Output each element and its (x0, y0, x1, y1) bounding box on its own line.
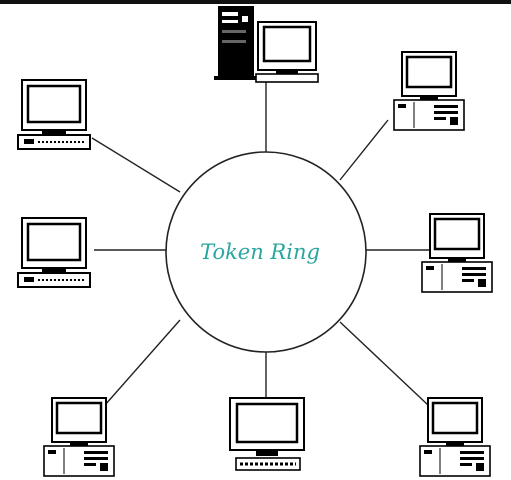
desktop-computer-icon (16, 216, 92, 289)
link-top-left (91, 137, 181, 193)
desktop-computer-icon (16, 78, 92, 151)
link-top-right (339, 119, 389, 181)
desktop-computer-icon (229, 397, 305, 471)
server-workstation-icon (214, 6, 319, 83)
desktop-computer-icon (420, 212, 494, 294)
desktop-computer-icon (42, 396, 116, 478)
top-border (0, 0, 511, 4)
link-bottom-right (339, 321, 429, 406)
token-ring-circle (165, 151, 367, 353)
connection-lines (91, 82, 430, 406)
ring-label: Token Ring (200, 240, 320, 264)
desktop-computer-icon (418, 396, 492, 478)
desktop-computer-icon (392, 50, 466, 132)
link-bottom-left (104, 319, 181, 406)
